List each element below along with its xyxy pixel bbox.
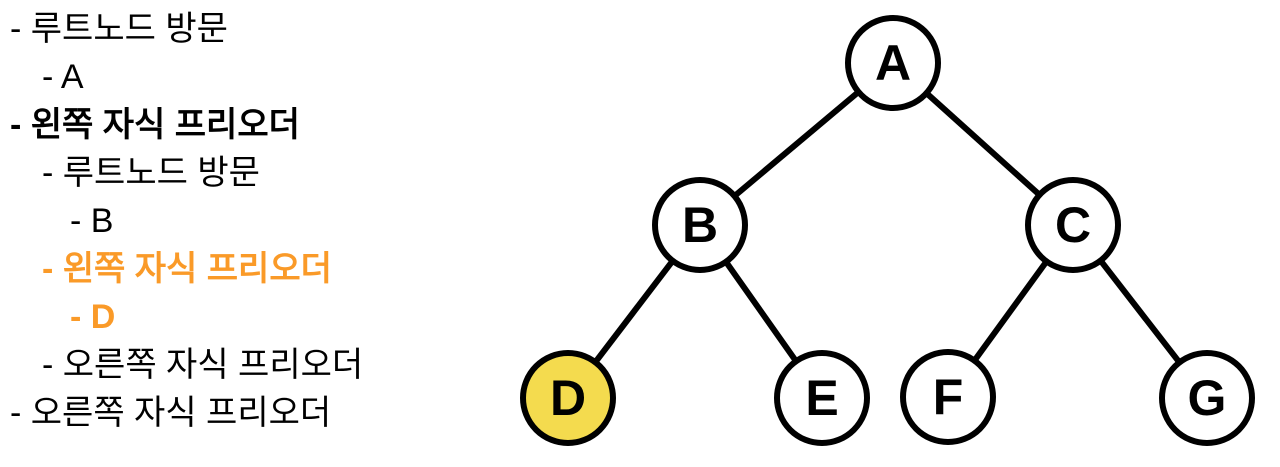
tree-node-circle: [845, 15, 941, 111]
tree-node-F: F: [900, 349, 996, 445]
tree-node-A: A: [845, 15, 941, 111]
tree-node-label: D: [550, 370, 586, 426]
tree-node-C: C: [1025, 177, 1121, 273]
outline-item: - 오른쪽 자식 프리오더: [42, 346, 364, 384]
outline-item: - D: [70, 298, 116, 336]
outline-item: - B: [70, 202, 114, 240]
tree-node-circle: [1159, 350, 1255, 446]
tree-node-circle: [1025, 177, 1121, 273]
outline-item: - 오른쪽 자식 프리오더: [10, 394, 332, 432]
tree-node-D: D: [520, 350, 616, 446]
tree-node-B: B: [652, 177, 748, 273]
outline-item: - 왼쪽 자식 프리오더: [42, 250, 332, 288]
tree-node-E: E: [774, 350, 870, 446]
tree-node-label: G: [1188, 370, 1227, 426]
tree-node-label: B: [682, 197, 718, 253]
tree-node-label: C: [1055, 197, 1091, 253]
tree-node-circle: [520, 350, 616, 446]
tree-node-G: G: [1159, 350, 1255, 446]
outline-item: - 루트노드 방문: [10, 10, 228, 48]
outline-item: - 루트노드 방문: [42, 154, 260, 192]
outline: - 루트노드 방문 - A - 왼쪽 자식 프리오더 - 루트노드 방문 - B - 왼쪽…: [0, 5, 500, 437]
tree-node-circle: [900, 349, 996, 445]
tree-node-circle: [774, 350, 870, 446]
tree-node-circle: [652, 177, 748, 273]
tree-node-label: F: [933, 369, 964, 425]
tree-node-label: E: [805, 370, 838, 426]
outline-item: - 왼쪽 자식 프리오더: [10, 106, 300, 144]
outline-item: - A: [42, 58, 84, 96]
tree-node-label: A: [875, 35, 911, 91]
